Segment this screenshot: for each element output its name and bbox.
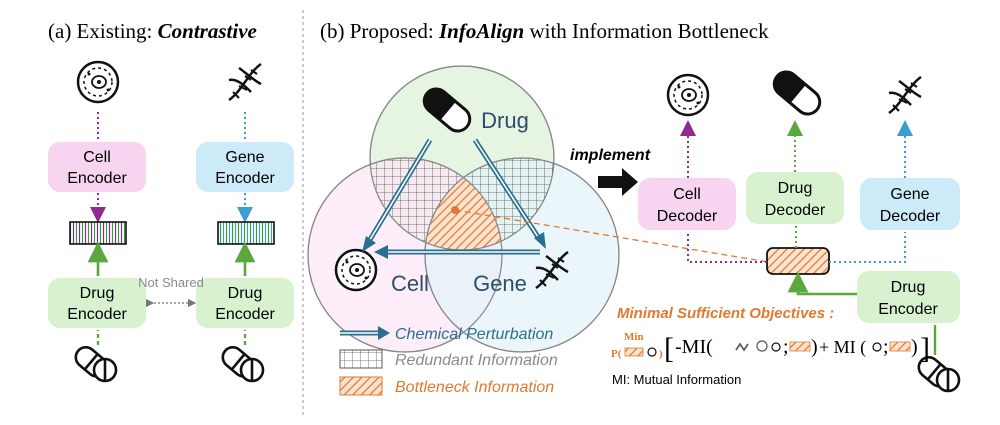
gene-encoder-box	[196, 142, 294, 192]
cell-encoder-box	[48, 142, 146, 192]
cell-decoder-label-2: Decoder	[657, 208, 718, 225]
objective-min: Min	[624, 331, 644, 343]
legend-bottleneck-swatch	[339, 376, 383, 396]
cell-encoder-label-2: Encoder	[67, 170, 127, 187]
legend-redundant-label: Redundant Information	[395, 352, 558, 369]
drug-encoder-box	[857, 271, 960, 323]
cell-decoder-label-1: Cell	[673, 186, 701, 203]
cell-decoder-box	[638, 178, 736, 230]
objective-semicolon-1: ;	[783, 336, 789, 358]
bottleneck-link	[454, 209, 769, 263]
legend-chemical-label: Chemical Perturbation	[395, 326, 553, 343]
objective-pill-icon	[771, 342, 781, 352]
objective-bottleneck-swatch	[889, 341, 911, 352]
implement-label: implement	[570, 147, 651, 164]
gene-embedding	[217, 221, 275, 245]
venn-cell-label: Cell	[391, 271, 429, 296]
drug-encoder-right-label-1: Drug	[228, 285, 263, 302]
embedding-to-gene-decoder	[829, 232, 906, 263]
venn-gene-label: Gene	[473, 271, 527, 296]
cell-icon	[666, 73, 710, 117]
gene-decoder-label-1: Gene	[890, 186, 929, 203]
drug-encoder-to-embedding-arrow	[787, 271, 857, 296]
venn-drug-label: Drug	[481, 108, 529, 133]
drug-decoder-label-1: Drug	[778, 180, 813, 197]
drug-encoder-label-1: Drug	[891, 279, 926, 296]
chemical-perturbation-arrows	[362, 138, 546, 259]
legend: Chemical Perturbation Redundant Informat…	[339, 326, 558, 396]
objective-bracket-close: ]	[920, 332, 930, 365]
objective-pill-icon	[647, 347, 657, 357]
objective-neg-mi: -MI(	[675, 336, 713, 358]
objective-close-2: )	[911, 336, 918, 358]
legend-bottleneck-label: Bottleneck Information	[395, 379, 554, 396]
drug-encoder-left-label-2: Encoder	[67, 306, 127, 323]
legend-redundant-swatch	[339, 349, 383, 369]
implement-arrow	[598, 168, 638, 196]
dna-icon	[887, 75, 923, 115]
objective-cell-icon	[756, 340, 768, 352]
objective-formula: Min P( ) [ -MI( ; ) + MI ( ; ) ]	[611, 331, 930, 365]
objective-plus-mi: + MI (	[819, 337, 866, 358]
drug-encoder-left-label-1: Drug	[80, 285, 115, 302]
embedding-to-cell-decoder	[687, 232, 767, 263]
objective-dna-icon	[735, 342, 749, 352]
drug-decoder-box	[746, 172, 844, 224]
cell-encoder-label-1: Cell	[83, 149, 111, 166]
gene-encoder-label-1: Gene	[225, 149, 264, 166]
objective-p-close: )	[659, 348, 663, 360]
drug-decoder-label-2: Decoder	[765, 202, 826, 219]
objective-close-1: )	[811, 336, 818, 358]
pill-icon	[767, 65, 827, 121]
objective-heading: Minimal Sufficient Objectives :	[617, 305, 834, 322]
objective-bracket-open: [	[664, 332, 674, 365]
cell-icon	[334, 248, 378, 292]
drug-encoder-right-label-2: Encoder	[215, 306, 275, 323]
objective-bottleneck-swatch	[789, 341, 811, 352]
gene-decoder-box	[860, 178, 960, 230]
objective-semicolon-2: ;	[883, 336, 889, 358]
dna-icon	[227, 62, 263, 102]
objective-pill-icon	[872, 342, 882, 352]
objective-bottleneck-swatch	[624, 347, 644, 357]
pill-icon	[70, 341, 118, 383]
drug-encoder-label-2: Encoder	[878, 301, 938, 318]
cell-embedding	[69, 221, 127, 245]
gene-encoder-label-2: Encoder	[215, 170, 275, 187]
panel-a-title: (a) Existing: Contrastive	[48, 19, 257, 43]
objective-p-open: P(	[611, 348, 622, 360]
gene-decoder-label-2: Decoder	[880, 208, 941, 225]
cell-icon	[76, 60, 120, 104]
drug-encoder-right-box	[196, 278, 294, 328]
not-shared-label: Not Shared	[138, 275, 204, 290]
panel-b-title: (b) Proposed: InfoAlign with Information…	[320, 19, 769, 43]
mi-note: MI: Mutual Information	[612, 372, 741, 387]
pill-icon	[217, 341, 265, 383]
bottleneck-embedding	[766, 247, 830, 275]
drug-encoder-left-box	[48, 278, 146, 328]
